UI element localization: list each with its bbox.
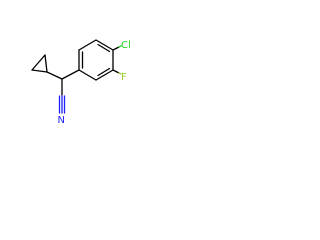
bond-cyclopropyl-a [31, 54, 46, 71]
bond-ring-to-methine [46, 71, 63, 80]
bond-ring-6 [78, 69, 97, 81]
bond-chlorine-half [118, 45, 122, 48]
bond-ring-double-3 [97, 67, 111, 77]
chlorine-label: Cl [121, 40, 131, 51]
bond-cyclopropyl-b [31, 69, 48, 73]
bond-fluorine-half [118, 72, 122, 75]
fluorine-label: F [121, 72, 127, 83]
molecule-structure: Cl F N [31, 39, 131, 126]
bond-ring-double-2 [97, 43, 111, 53]
cyclopropyl-ring [31, 54, 48, 73]
bond-ring-2 [78, 39, 97, 51]
bond-cyclopropyl-c [44, 54, 48, 73]
nitrogen-label: N [58, 115, 65, 126]
bond-ring-to-fluorine [112, 69, 120, 74]
bond-ring-3 [95, 39, 114, 51]
benzene-ring [78, 39, 114, 81]
bond-ring-5 [95, 69, 114, 81]
bond-methine-to-aryl [61, 69, 80, 80]
nitrile-group [58, 78, 66, 114]
bond-ring-to-chlorine [112, 46, 120, 51]
